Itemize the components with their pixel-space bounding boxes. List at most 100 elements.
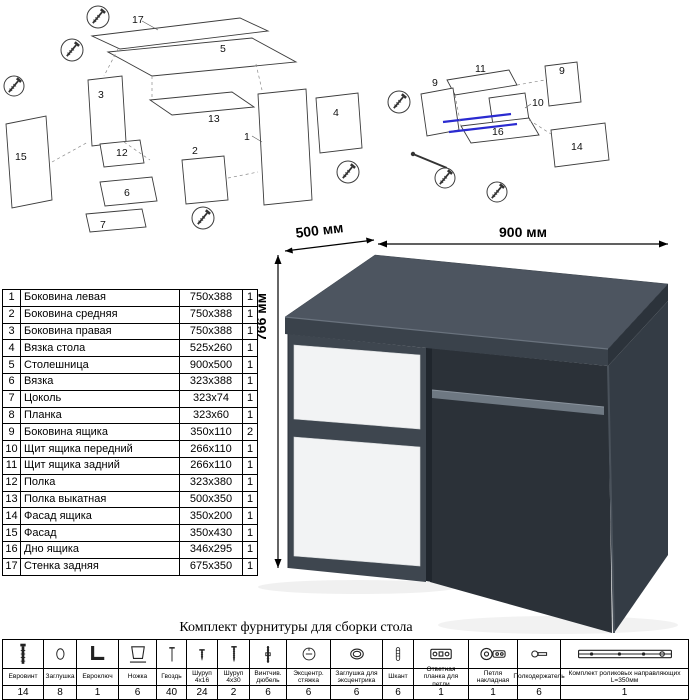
- part-label: 17: [132, 14, 144, 26]
- part-size: 323x74: [179, 389, 243, 408]
- panel-desk-brace: [315, 92, 363, 154]
- part-qty: 1: [242, 490, 258, 509]
- part-name: Щит ящика задний: [20, 456, 180, 475]
- part-size: 750x388: [179, 305, 243, 324]
- nail-icon: [157, 640, 186, 669]
- exploded-diagram-drawer: 11 9 9 10 16 14: [387, 61, 610, 203]
- screw-4x30-icon: [218, 640, 249, 669]
- part-name: Щит ящика передний: [20, 440, 180, 458]
- hardware-item: Шуруп 4х30 2: [218, 640, 250, 699]
- desk-render: 900 мм 500 мм 766 мм: [253, 225, 678, 634]
- hardware-item: Петля накладная 1: [469, 640, 518, 699]
- hardware-name: Шуруп 4х30: [218, 669, 249, 686]
- part-qty: 1: [242, 440, 258, 458]
- tabletop-right-edge: [608, 284, 668, 366]
- hardware-name: Ответная планка для петли: [414, 666, 468, 688]
- hardware-item: Заглушка для эксцентрика 6: [331, 640, 383, 699]
- part-number: 5: [2, 356, 21, 374]
- part-number: 9: [2, 423, 21, 442]
- knee-space-interior: [430, 348, 612, 633]
- screw-4x16-icon: [187, 640, 217, 669]
- part-qty: 1: [242, 540, 258, 559]
- furniture-foot-icon: [119, 640, 156, 669]
- part-size: 323x60: [179, 406, 243, 425]
- drawer-slide-icon: [561, 640, 688, 669]
- hardware-item: Полкодержатель 6: [513, 640, 565, 699]
- hinge-plate-icon: [414, 640, 468, 669]
- drawer-front: [293, 344, 421, 430]
- part-qty: 1: [242, 305, 258, 324]
- confirmat-screw-icon: [3, 640, 43, 669]
- hardware-item: Гвоздь 40: [157, 640, 187, 699]
- hardware-name: Шуруп 4х16: [187, 669, 217, 686]
- roller-guides: [442, 112, 518, 134]
- tabletop-front-edge: [285, 317, 608, 366]
- hardware-name: Полкодержатель: [513, 669, 565, 686]
- part-number: 12: [2, 473, 21, 492]
- part-name: Вязка: [20, 372, 180, 391]
- part-number: 2: [2, 305, 21, 324]
- part-label: 11: [475, 63, 486, 75]
- part-label: 4: [333, 107, 339, 119]
- hardware-kit-table: Евровинт 14 Заглушка 8 Евроключ 1 Ножка …: [2, 639, 689, 700]
- part-qty: 1: [242, 456, 258, 475]
- hardware-name: Гвоздь: [157, 669, 186, 686]
- hinge-icon: [469, 640, 517, 669]
- part-label: 9: [559, 65, 565, 77]
- keyboard-tray: [432, 390, 604, 415]
- drawer-side-right: [544, 61, 582, 107]
- part-size: 323x388: [179, 372, 243, 391]
- part-number: 16: [2, 540, 21, 559]
- hardware-name: Евровинт: [3, 669, 43, 686]
- part-number: 4: [2, 339, 21, 358]
- panel-side: [87, 75, 127, 147]
- hardware-name: Заглушка для эксцентрика: [331, 669, 382, 686]
- part-number: 6: [2, 372, 21, 391]
- part-qty: 2: [242, 423, 258, 442]
- hardware-item: Комплект роликовых направляющих L=350мм …: [561, 640, 688, 699]
- part-size: 350x430: [179, 524, 243, 542]
- hardware-item: Ответная планка для петли 1: [414, 640, 469, 699]
- dimension-width: 900 мм: [378, 225, 668, 248]
- part-name: Стенка задняя: [20, 557, 180, 576]
- hardware-qty: 2: [230, 687, 237, 698]
- part-size: 675x350: [179, 557, 243, 576]
- hex-key-icon: [77, 640, 118, 669]
- cam-lock-icon: [287, 640, 330, 669]
- hardware-qty: 14: [17, 687, 29, 698]
- wood-dowel-icon: [383, 640, 413, 669]
- part-qty: 1: [242, 389, 258, 408]
- desk-body: [284, 254, 669, 634]
- drawer-guides: [454, 79, 552, 135]
- hardware-name: Евроключ: [77, 669, 118, 686]
- shelf-pin-icon: [518, 640, 560, 669]
- part-name: Фасад: [20, 524, 180, 542]
- hardware-qty: 40: [165, 687, 178, 698]
- part-number: 1: [2, 289, 21, 307]
- part-number: 17: [2, 557, 21, 576]
- part-label: 15: [15, 151, 27, 163]
- part-size: 350x200: [179, 507, 243, 526]
- part-size: 525x260: [179, 339, 243, 358]
- part-qty: 1: [242, 289, 258, 307]
- part-qty: 1: [242, 557, 258, 576]
- hardware-item: Шуруп 4х16 24: [187, 640, 218, 699]
- cam-cap-icon: [331, 640, 382, 669]
- drawer-facade: [550, 122, 610, 168]
- panel-shapes: [5, 17, 363, 233]
- hardware-name: Винтчив. дюбель: [250, 669, 286, 686]
- part-label: 3: [98, 89, 104, 101]
- width-dimension-label: 900 мм: [499, 225, 547, 240]
- part-label: 13: [208, 113, 220, 125]
